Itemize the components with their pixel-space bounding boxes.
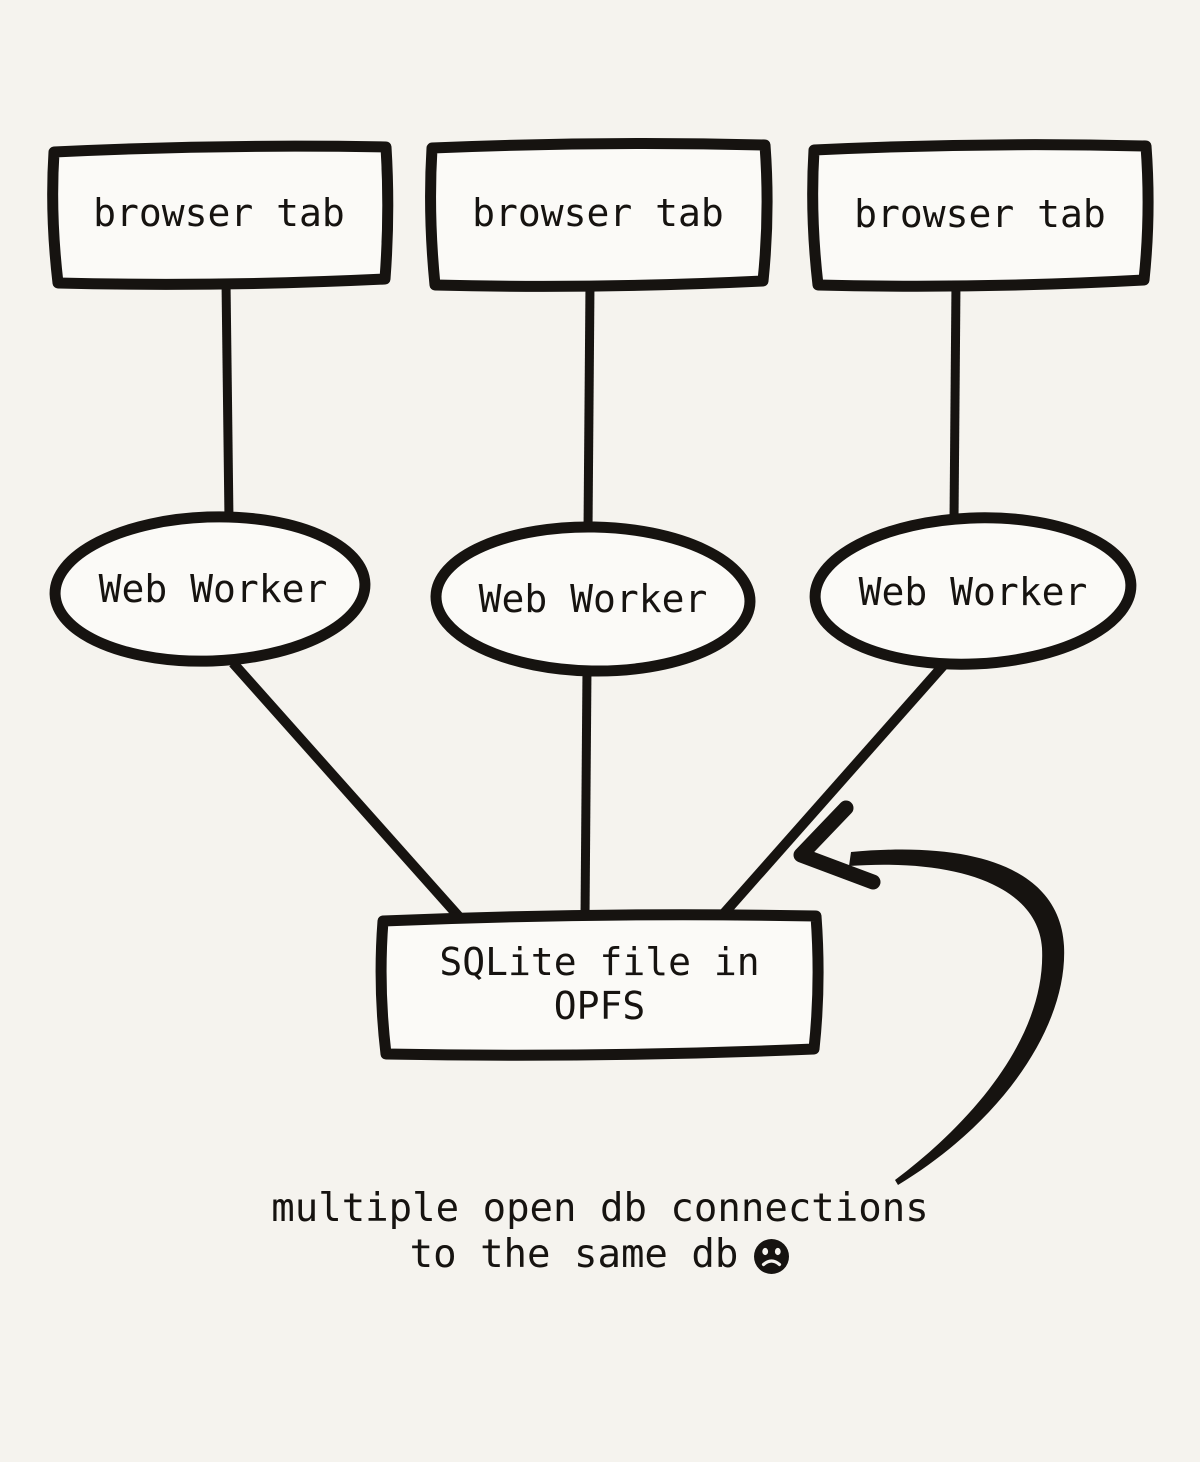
node-browser-tab-1-label: browser tab: [93, 191, 345, 235]
annotation-line2-text: to the same db: [409, 1232, 739, 1277]
node-browser-tab-2-label: browser tab: [472, 191, 724, 235]
connector-worker1-sqlite: [229, 659, 465, 923]
node-web-worker-1-ellipse: [49, 511, 371, 667]
annotation-line1: multiple open db connections: [271, 1186, 929, 1231]
node-browser-tab-1-box: [47, 140, 394, 290]
sad-face-icon: [754, 1238, 790, 1274]
node-web-worker-3-ellipse: [809, 512, 1137, 670]
node-sqlite-box: [375, 909, 824, 1061]
node-web-worker-1-label: Web Worker: [98, 567, 328, 611]
node-browser-tab-3-label: browser tab: [854, 192, 1106, 236]
node-web-worker-2-ellipse: [430, 521, 756, 677]
connector-tab1-worker1: [221, 280, 234, 522]
connector-tab2-worker2: [583, 282, 595, 532]
callout-arrow-curve: [849, 849, 1065, 1185]
node-sqlite-label: SQLite file in OPFS: [383, 916, 816, 1052]
connector-worker3-sqlite: [715, 655, 953, 923]
annotation-caption: multiple open db connections to the same…: [0, 1186, 1200, 1278]
connector-tab3-worker3: [949, 281, 961, 522]
callout-arrowhead-icon: [793, 800, 881, 890]
node-sqlite-label-line2: OPFS: [553, 984, 646, 1028]
connector-worker2-sqlite: [580, 667, 592, 919]
annotation-line2: to the same db: [0, 1232, 1200, 1278]
node-browser-tab-3-box: [807, 139, 1154, 292]
node-web-worker-2-label: Web Worker: [478, 577, 708, 621]
node-sqlite-label-line1: SQLite file in: [439, 940, 760, 984]
node-web-worker-3-label: Web Worker: [858, 570, 1088, 614]
node-browser-tab-2-box: [425, 138, 773, 292]
